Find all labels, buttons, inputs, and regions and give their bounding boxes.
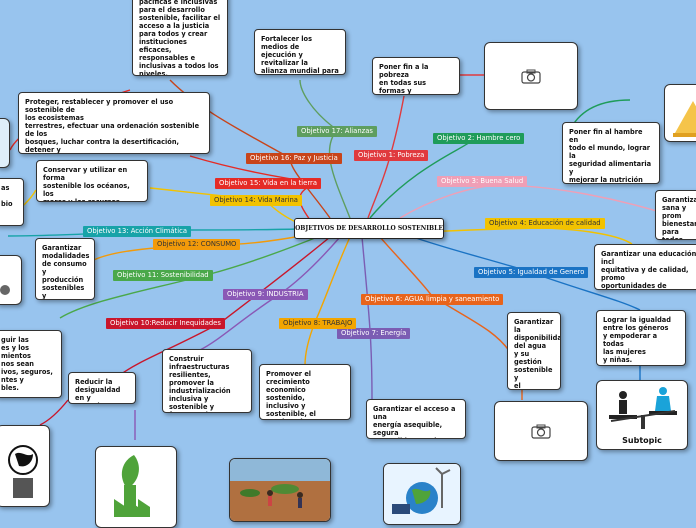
description-2[interactable]: Poner fin al hambre en todo el mundo, lo… xyxy=(562,122,660,184)
image-placeholder-1[interactable] xyxy=(484,42,578,110)
description-10[interactable]: Reducir la desigualdad en y entre los pa… xyxy=(68,372,136,404)
industry-image[interactable] xyxy=(95,446,177,528)
description-8[interactable]: Promover el crecimiento economico sosten… xyxy=(259,364,351,420)
objective-8-label[interactable]: Objetivo 8: TRABAJO xyxy=(279,318,357,329)
description-17[interactable]: Fortalecer los medios de ejecución y rev… xyxy=(254,29,346,75)
factory-leaf-icon xyxy=(114,455,150,517)
warning-icon xyxy=(673,101,696,137)
objective-17-label[interactable]: Objetivo 17: Alianzas xyxy=(297,126,377,137)
objective-13-label[interactable]: Objetivo 13: Acción Climática xyxy=(83,226,192,237)
objective-2-label[interactable]: Objetivo 2: Hambre cero xyxy=(433,133,525,144)
subtopic-text: Subtopic xyxy=(622,436,662,445)
description-11[interactable]: guir las es y los mientos nos sean ivos,… xyxy=(0,330,62,398)
description-7[interactable]: Garantizar el acceso a una energía asequ… xyxy=(366,399,466,439)
description-1[interactable]: Poner fin a la pobreza en todas sus form… xyxy=(372,57,460,95)
objective-14-label[interactable]: Objetivo 14: Vida Marina xyxy=(210,195,302,206)
description-14[interactable]: Conservar y utilizar en forma sostenible… xyxy=(36,160,148,202)
objective-11-label[interactable]: Objetivo 11: Sostenibilidad xyxy=(113,270,213,281)
description-4[interactable]: Garantizar una educación incl equitativa… xyxy=(594,244,696,290)
description-5[interactable]: Lograr la igualdad entre los géneros y e… xyxy=(596,310,686,366)
objective-7-label[interactable]: Objetivo 7: Energía xyxy=(337,328,411,339)
description-9[interactable]: Construir infraestructuras resilientes, … xyxy=(162,349,252,413)
globe-icon xyxy=(384,464,460,524)
description-12[interactable]: Garantizar modalidades de consumo y prod… xyxy=(35,238,95,300)
consumption-image-partial[interactable] xyxy=(0,255,22,305)
description-14-partial[interactable]: as bio xyxy=(0,178,24,226)
gender-equality-image[interactable]: Subtopic xyxy=(596,380,688,450)
energy-image[interactable] xyxy=(383,463,461,525)
objective-16-label[interactable]: Objetivo 16: Paz y Justicia xyxy=(246,153,342,164)
objective-4-label[interactable]: Objetivo 4: Educación de calidad xyxy=(485,218,605,229)
objective-9-label[interactable]: Objetivo 9: INDUSTRIA xyxy=(223,289,308,300)
objective-1-label[interactable]: Objetivo 1: Pobreza xyxy=(354,150,429,161)
farm-work-illustration xyxy=(230,459,330,521)
globe-icon xyxy=(8,445,38,498)
objective-10-label[interactable]: Objetivo 10:Reducir Inequidades xyxy=(106,318,225,329)
marine-image-partial[interactable] xyxy=(0,118,10,168)
description-15[interactable]: Proteger, restablecer y promover el uso … xyxy=(18,92,210,154)
image-placeholder-6[interactable] xyxy=(494,401,588,461)
description-6[interactable]: Garantizar la disponibilidad del agua y … xyxy=(507,312,561,390)
bag-icon xyxy=(0,285,10,295)
description-16[interactable]: pacíficas e inclusivas para el desarroll… xyxy=(132,0,228,76)
objective-15-label[interactable]: Objetivo 15: Vida en la tierra xyxy=(215,178,321,189)
objective-12-label[interactable]: Objetivo 12: CONSUMO xyxy=(153,239,241,250)
objective-3-label[interactable]: Objetivo 3: Buena Salud xyxy=(437,176,528,187)
gender-scale-icon: Subtopic xyxy=(609,387,677,445)
camera-icon xyxy=(521,69,541,84)
camera-icon xyxy=(531,424,551,439)
objective-6-label[interactable]: Objetivo 6: AGUA limpia y saneamiento xyxy=(361,294,504,305)
work-image[interactable] xyxy=(229,458,331,522)
warning-image[interactable] xyxy=(664,84,696,142)
objective-5-label[interactable]: Objetivo 5: Igualdad de Genero xyxy=(474,267,589,278)
central-topic[interactable]: OBJETIVOS DE DESARROLLO SOSTENIBLE xyxy=(294,218,444,239)
inequality-image[interactable] xyxy=(0,425,50,507)
description-3[interactable]: Garantizar sana y prom bienestar para to… xyxy=(655,190,696,240)
